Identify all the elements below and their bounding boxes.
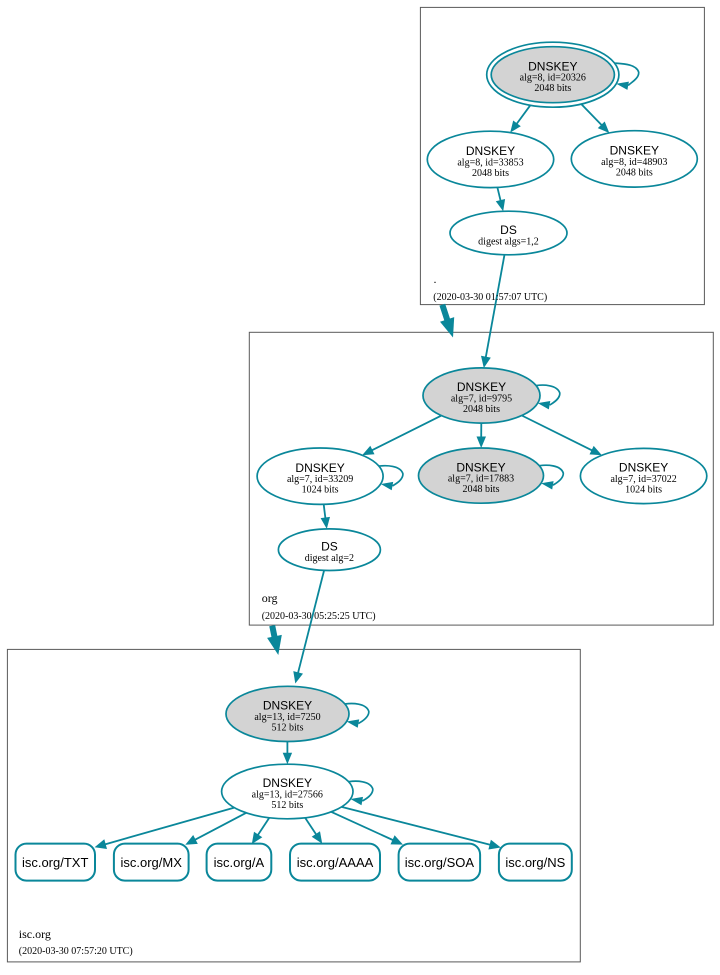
svg-text:alg=8, id=20326: alg=8, id=20326 bbox=[520, 73, 586, 84]
svg-text:2048 bits: 2048 bits bbox=[463, 404, 500, 415]
svg-text:alg=7, id=33209: alg=7, id=33209 bbox=[287, 474, 353, 485]
svg-text:alg=8, id=33853: alg=8, id=33853 bbox=[457, 157, 523, 168]
svg-text:DNSKEY: DNSKEY bbox=[610, 144, 659, 158]
svg-text:alg=13, id=27566: alg=13, id=27566 bbox=[252, 790, 323, 801]
svg-text:2048 bits: 2048 bits bbox=[472, 168, 509, 179]
svg-text:DNSKEY: DNSKEY bbox=[456, 460, 505, 474]
svg-text:alg=13, id=7250: alg=13, id=7250 bbox=[254, 712, 320, 723]
svg-text:digest alg=2: digest alg=2 bbox=[305, 553, 354, 564]
svg-text:isc.org/A: isc.org/A bbox=[214, 855, 265, 870]
svg-text:1024 bits: 1024 bits bbox=[625, 484, 662, 495]
svg-text:DNSKEY: DNSKEY bbox=[263, 776, 312, 790]
svg-text:1024 bits: 1024 bits bbox=[302, 485, 339, 496]
svg-text:512 bits: 512 bits bbox=[271, 800, 303, 811]
svg-text:(2020-03-30 07:57:20 UTC): (2020-03-30 07:57:20 UTC) bbox=[19, 946, 133, 957]
svg-text:alg=7, id=37022: alg=7, id=37022 bbox=[610, 474, 676, 485]
svg-text:DNSKEY: DNSKEY bbox=[466, 144, 515, 158]
svg-text:DNSKEY: DNSKEY bbox=[295, 461, 344, 475]
svg-text:(2020-03-30 01:57:07 UTC): (2020-03-30 01:57:07 UTC) bbox=[433, 292, 547, 303]
svg-text:512 bits: 512 bits bbox=[272, 722, 304, 733]
svg-text:alg=7, id=17883: alg=7, id=17883 bbox=[448, 474, 514, 485]
svg-text:2048 bits: 2048 bits bbox=[534, 83, 571, 94]
svg-text:2048 bits: 2048 bits bbox=[616, 167, 653, 178]
svg-text:DNSKEY: DNSKEY bbox=[528, 59, 577, 73]
svg-text:isc.org/TXT: isc.org/TXT bbox=[22, 855, 89, 870]
svg-text:alg=7, id=9795: alg=7, id=9795 bbox=[451, 394, 512, 405]
svg-text:isc.org/MX: isc.org/MX bbox=[120, 855, 182, 870]
svg-text:(2020-03-30 05:25:25 UTC): (2020-03-30 05:25:25 UTC) bbox=[262, 611, 376, 622]
svg-text:2048 bits: 2048 bits bbox=[463, 484, 500, 495]
svg-text:isc.org: isc.org bbox=[19, 927, 51, 941]
svg-text:DNSKEY: DNSKEY bbox=[263, 699, 312, 713]
svg-text:isc.org/NS: isc.org/NS bbox=[505, 855, 565, 870]
svg-text:org: org bbox=[262, 591, 278, 605]
svg-text:DS: DS bbox=[321, 540, 338, 554]
svg-text:isc.org/SOA: isc.org/SOA bbox=[405, 855, 475, 870]
svg-text:alg=8, id=48903: alg=8, id=48903 bbox=[601, 157, 667, 168]
svg-text:.: . bbox=[434, 272, 437, 286]
svg-text:digest algs=1,2: digest algs=1,2 bbox=[478, 236, 539, 247]
svg-text:DS: DS bbox=[500, 223, 517, 237]
svg-text:DNSKEY: DNSKEY bbox=[619, 461, 668, 475]
svg-text:DNSKEY: DNSKEY bbox=[457, 380, 506, 394]
svg-text:isc.org/AAAA: isc.org/AAAA bbox=[297, 855, 374, 870]
